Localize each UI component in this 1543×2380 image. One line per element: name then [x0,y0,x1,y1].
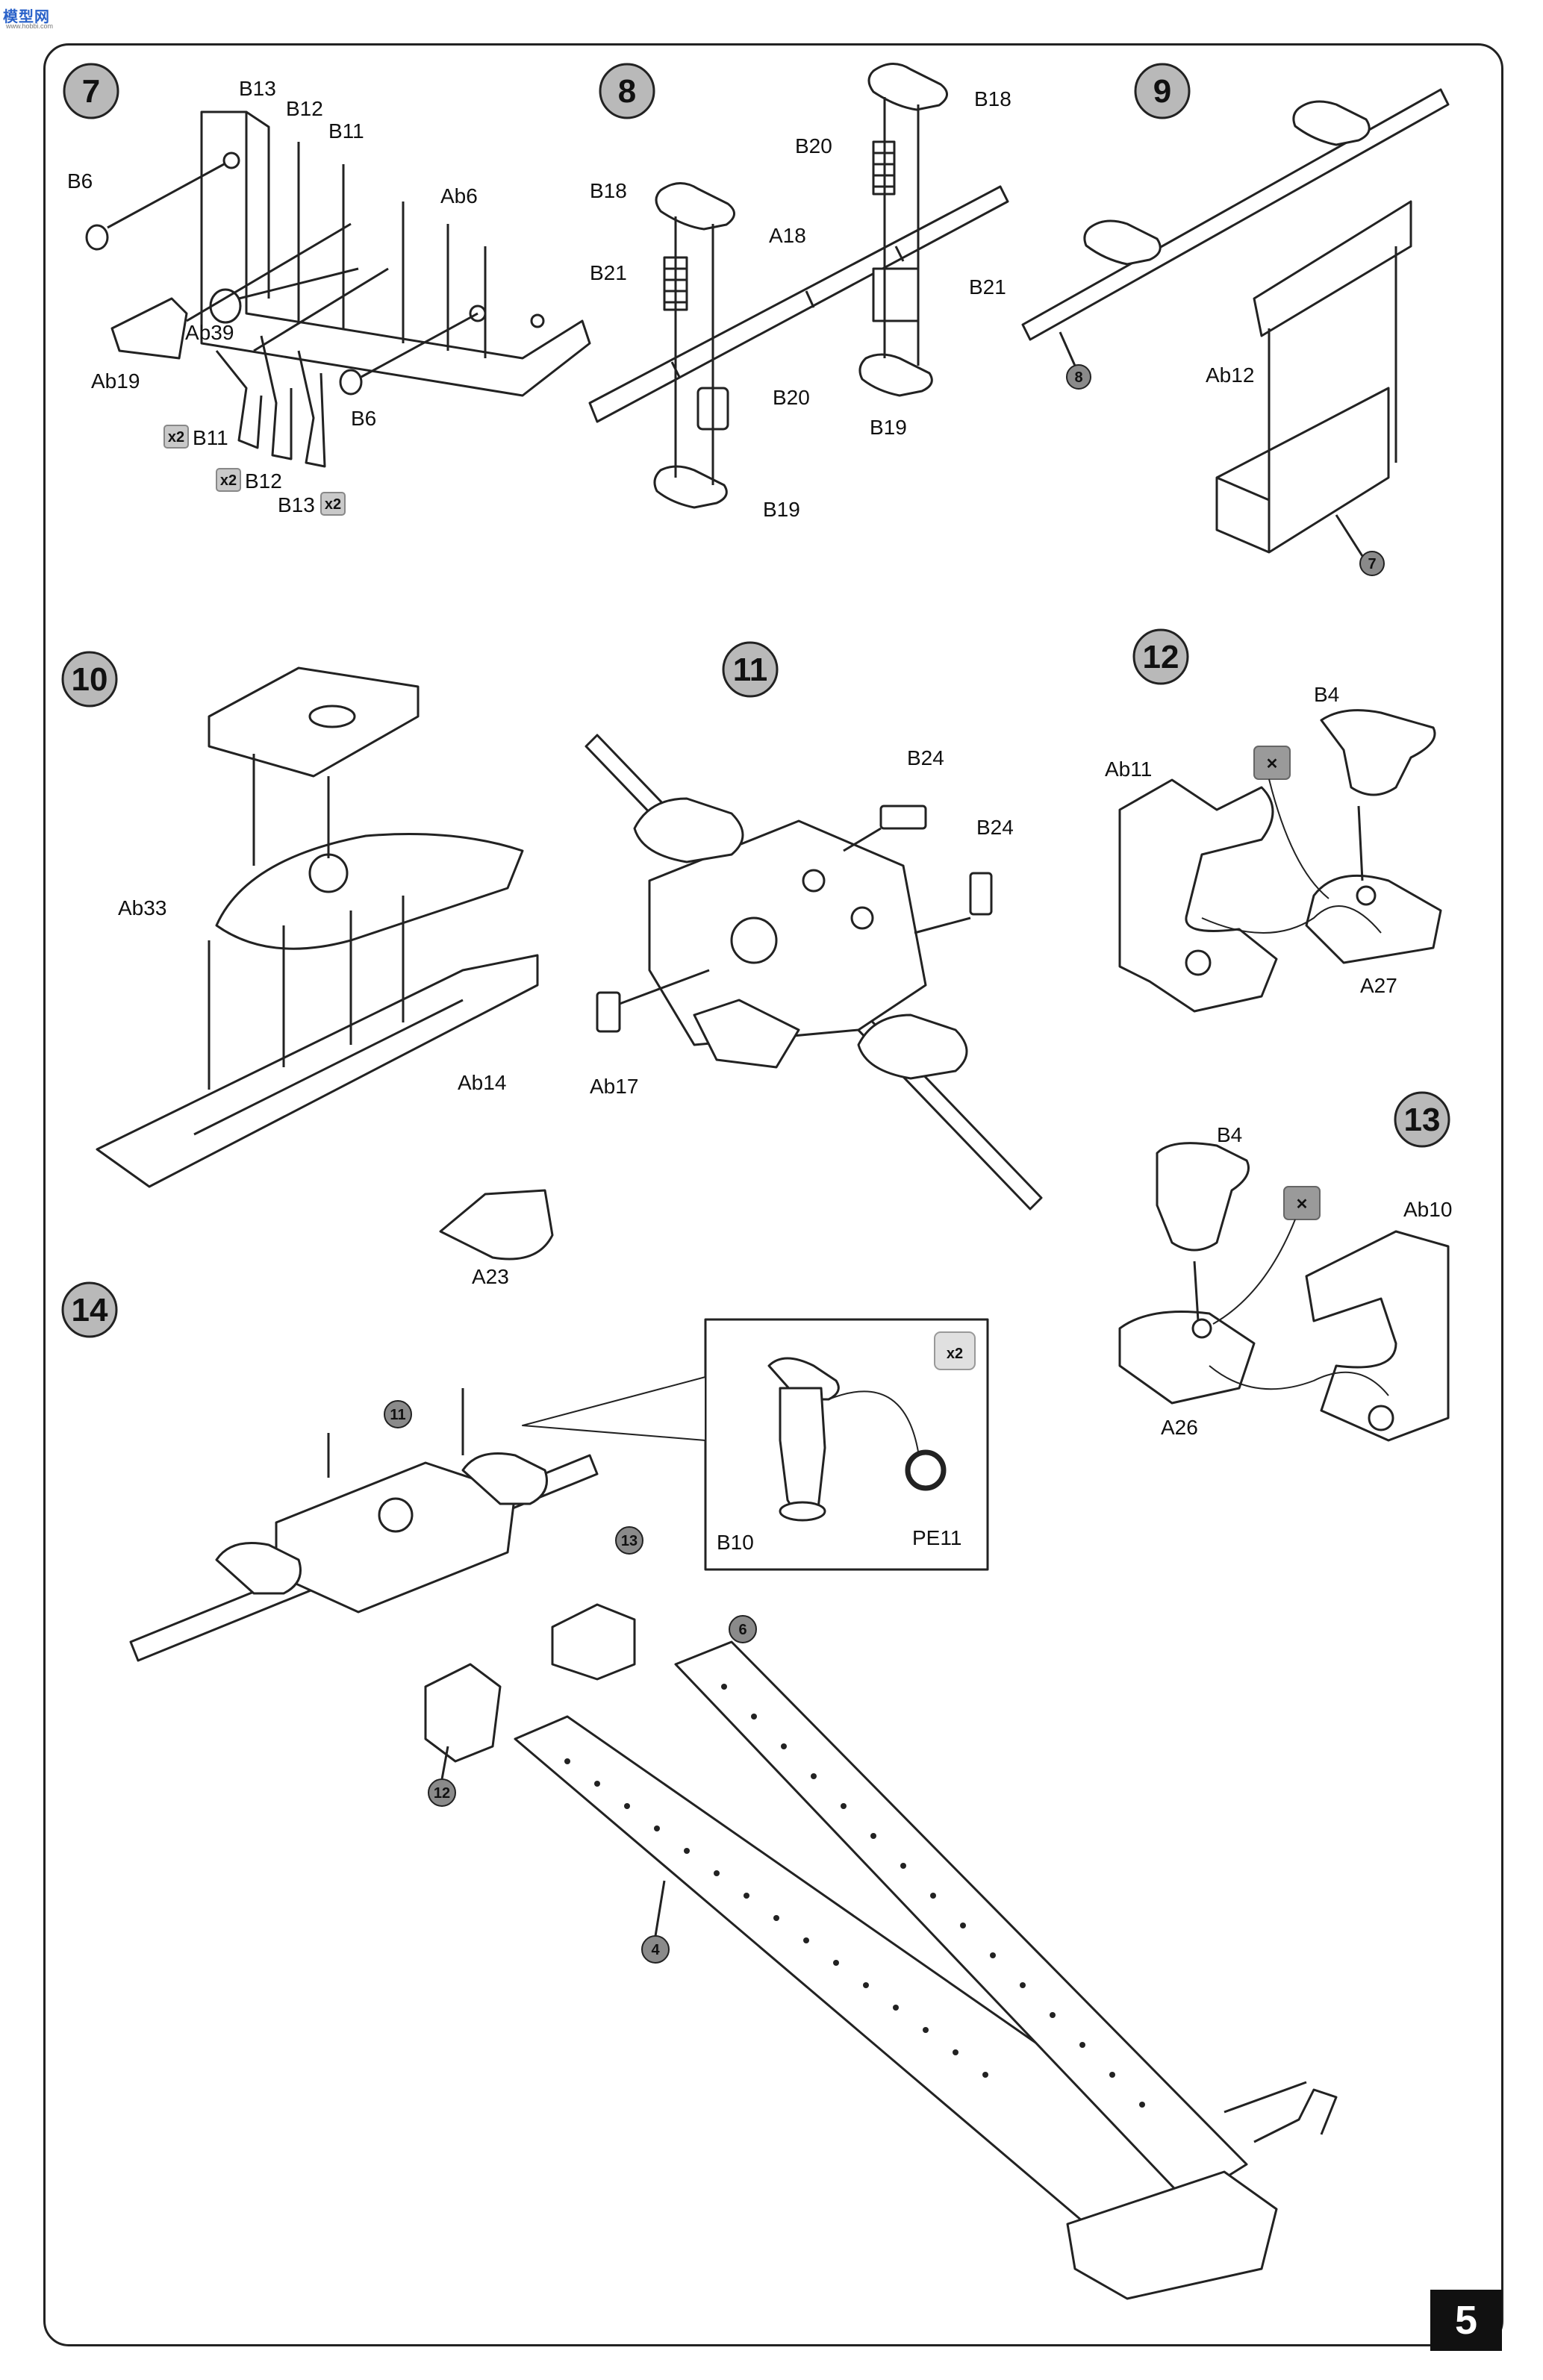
step-12-label: B4 [1314,683,1339,706]
page-number: 5 [1430,2290,1502,2351]
step-11-label: B24 [976,816,1014,839]
step-13-label: A26 [1161,1416,1198,1439]
step-9-number: 9 [1153,73,1171,110]
ref-11-badge [384,1400,412,1428]
svg-text:x2: x2 [168,429,184,446]
step-8-label: B18 [590,179,627,202]
step-11-number: 11 [733,652,768,688]
watermark-logo: 模型网 [3,9,50,25]
step-8-label: B21 [969,275,1006,299]
step-7-label: Ab39 [185,321,234,344]
step-10-badge [61,651,118,708]
step-13-label: B4 [1217,1123,1242,1146]
ref-11: 11 [390,1407,405,1423]
ref-8: 8 [1074,369,1082,386]
ref-8-badge [1066,364,1091,390]
step-14-label: PE11 [912,1526,961,1549]
step-7-drawing: 7 B13 B12 B11 B6 Ab6 Ab39 Ab19 [63,63,591,516]
step-13-drawing: 13 ✕ B4 Ab10 A26 [1118,1091,1452,1442]
step-14-number: 14 [72,1292,108,1328]
qty-badge: x2 [216,468,241,492]
svg-text:✕: ✕ [1266,756,1279,772]
step-9-label: Ab12 [1206,363,1254,387]
instruction-page-frame [43,43,1503,2346]
step-8-label: B19 [870,416,907,439]
step-10-label: A23 [472,1265,509,1288]
step-7-number: 7 [82,73,100,110]
step-14-drawing: 14 x2 B10 PE11 [61,1281,1338,2300]
step-10-number: 10 [72,661,108,698]
step-7-label: B12 [286,97,323,120]
step-7-label: B11 [328,119,364,143]
step-7-label: Ab19 [91,369,140,393]
svg-text:✕: ✕ [1296,1196,1309,1213]
qty-badge: x2 [934,1331,976,1370]
ref-4: 4 [651,1942,660,1958]
ref-13-badge [615,1526,643,1555]
step-8-label: B18 [974,87,1011,110]
glue-icon: ✕ [1283,1186,1321,1220]
step-10-drawing: 10 Ab33 Ab14 A23 [61,651,554,1288]
ref-6: 6 [738,1622,746,1638]
step-13-number: 13 [1404,1102,1441,1138]
step-7-label: Ab6 [440,184,478,207]
ref-6-badge [729,1615,757,1643]
step-13-badge [1394,1091,1450,1148]
step-7-label: B6 [351,407,376,430]
step-12-drawing: 12 ✕ B4 Ab11 A27 [1105,628,1442,1013]
ref-7: 7 [1368,556,1376,572]
step-13-label: Ab10 [1403,1198,1452,1221]
ref-13: 13 [621,1533,638,1549]
step-7-badge [63,63,119,119]
glue-icon: ✕ [1253,746,1291,780]
qty-badge: x2 [320,492,346,516]
step-7-label: B6 [67,169,93,193]
step-7-label: B12 [245,469,282,493]
step-12-label: A27 [1360,974,1397,997]
step-12-badge [1132,628,1189,685]
step-11-drawing: 11 B24 B24 Ab17 [585,641,1043,1211]
step-10-label: Ab33 [118,896,166,919]
step-7-label: B13 [278,493,315,516]
svg-text:x2: x2 [325,496,341,513]
step-10-label: Ab14 [458,1071,506,1094]
step-11-label: Ab17 [590,1075,638,1098]
step-7-label: B11 [193,426,228,449]
step-8-label: B20 [795,134,832,157]
step-14-label: B10 [717,1531,754,1554]
svg-text:x2: x2 [220,472,237,489]
step-9-badge [1134,63,1191,119]
step-8-label: A18 [769,224,806,247]
step-8-drawing: 8 B18 B20 B18 A18 B21 B21 B20 B19 [588,63,1011,521]
step-8-label: B21 [590,261,627,284]
step-12-number: 12 [1143,639,1179,675]
ref-12: 12 [434,1785,450,1802]
step-7-label: B13 [239,77,276,100]
step-8-label: B20 [773,386,810,409]
svg-text:x2: x2 [947,1346,963,1362]
step-12-label: Ab11 [1105,758,1152,781]
step-9-drawing: 9 8 7 Ab12 [1021,63,1450,576]
watermark-url: www.hobbi.com [6,22,54,30]
ref-7-badge [1359,551,1385,576]
step-14-badge [61,1281,118,1338]
qty-badge: x2 [163,425,189,449]
step-11-badge [722,641,779,698]
step-8-badge [599,63,655,119]
step-11-label: B24 [907,746,944,769]
step-8-number: 8 [618,73,636,110]
step-8-label: B19 [763,498,800,521]
